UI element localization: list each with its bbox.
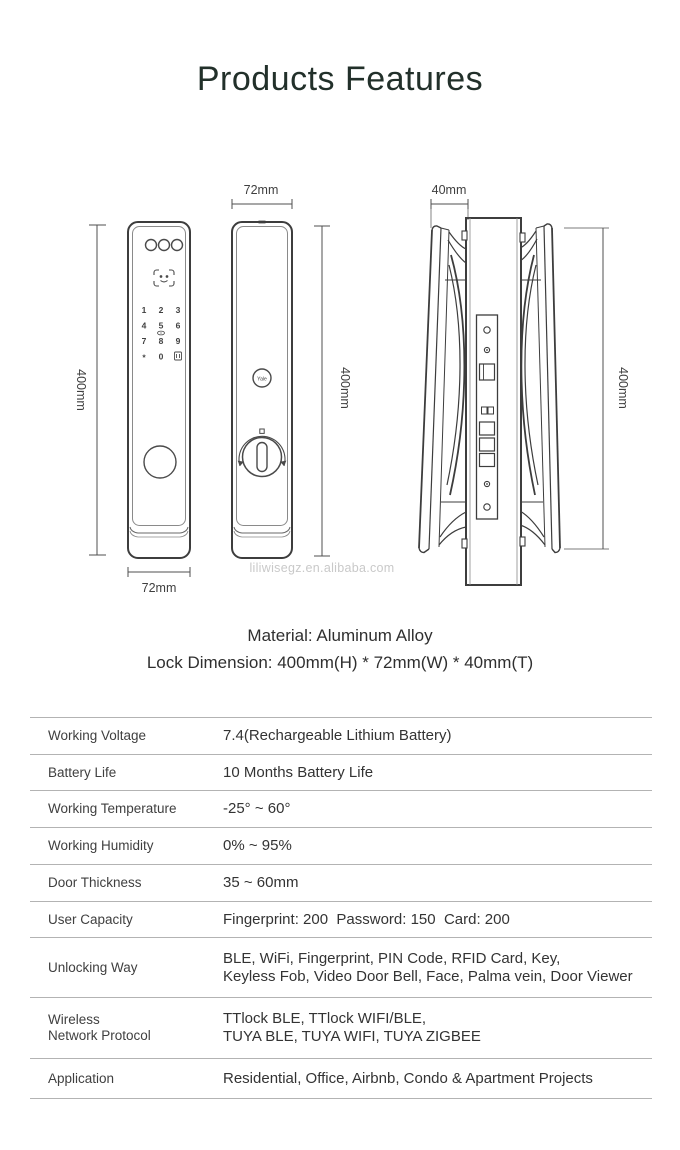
side-height-dimension [564, 227, 609, 550]
back-width-label: 72mm [244, 183, 279, 197]
spec-label: User Capacity [48, 911, 133, 927]
back-view-drawing: Yale 72mm 400mm [231, 183, 352, 559]
side-height-label: 400mm [616, 367, 630, 409]
table-row: Working Temperature -25° ~ 60° [30, 790, 652, 827]
table-row: Battery Life 10 Months Battery Life [30, 754, 652, 790]
svg-text:3: 3 [176, 305, 181, 315]
side-front-panel [418, 225, 467, 554]
table-row: Unlocking Way BLE, WiFi, Fingerprint, PI… [30, 937, 652, 997]
table-row: Working Humidity 0% ~ 95% [30, 827, 652, 864]
spec-value: 0% ~ 95% [223, 837, 292, 854]
spec-table: Working Voltage 7.4(Rechargeable Lithium… [30, 717, 652, 1099]
spec-label: Application [48, 1070, 115, 1086]
back-height-dimension [314, 225, 330, 557]
spec-value: 35 ~ 60mm [223, 874, 299, 891]
spec-value: Residential, Office, Airbnb, Condo & Apa… [223, 1069, 593, 1087]
mortise-faceplate [475, 314, 499, 520]
spec-value: BLE, WiFi, Fingerprint, PIN Code, RFID C… [223, 949, 633, 985]
spec-label: Working Humidity [48, 838, 154, 853]
watermark: liliwisegz.en.alibaba.com [249, 561, 395, 575]
side-view-drawing: 40mm 400mm [418, 183, 630, 586]
knob-circle [143, 445, 177, 479]
back-height-label: 400mm [338, 367, 352, 409]
spec-value: 10 Months Battery Life [223, 763, 374, 781]
spec-value: Fingerprint: 200 Password: 150 Card: 200 [223, 910, 510, 928]
front-height-label: 400mm [74, 369, 88, 411]
svg-text:6: 6 [176, 321, 181, 331]
front-width-dimension [127, 567, 191, 577]
svg-text:*: * [142, 353, 146, 363]
svg-text:7: 7 [142, 336, 147, 346]
svg-text:1: 1 [142, 305, 147, 315]
thumbturn-icon [237, 428, 287, 478]
doorbell-icon [157, 330, 165, 336]
svg-text:8: 8 [159, 336, 164, 346]
card-reader-icon [174, 351, 182, 361]
table-row: User Capacity Fingerprint: 200 Password:… [30, 901, 652, 937]
material-line: Material: Aluminum Alloy [247, 626, 433, 645]
svg-text:9: 9 [176, 336, 181, 346]
dimension-line: Lock Dimension: 400mm(H) * 72mm(W) * 40m… [146, 653, 534, 672]
table-row: Application Residential, Office, Airbnb,… [30, 1058, 652, 1098]
lock-diagrams: 1 2 3 4 5 6 7 8 9 * 0 [74, 183, 630, 595]
table-row: Working Voltage 7.4(Rechargeable Lithium… [30, 717, 652, 754]
face-recognition-icon [153, 269, 175, 287]
spec-value: -25° ~ 60° [223, 800, 291, 817]
keypad: 1 2 3 4 5 6 7 8 9 * 0 [142, 305, 181, 363]
page-title: Products Features [196, 60, 484, 98]
table-row: Wireless Network Protocol TTlock BLE, TT… [30, 997, 652, 1058]
svg-text:2: 2 [159, 305, 164, 315]
front-height-dimension [89, 224, 106, 556]
svg-text:Yale: Yale [257, 377, 267, 383]
table-row: Door Thickness 35 ~ 60mm [30, 864, 652, 901]
svg-text:0: 0 [159, 352, 164, 362]
spec-value: 7.4(Rechargeable Lithium Battery) [223, 727, 452, 744]
spec-label: Working Temperature [48, 801, 177, 816]
spec-label: Battery Life [48, 764, 117, 780]
material-summary: Material: Aluminum Alloy Lock Dimension:… [0, 622, 680, 676]
side-thickness-dimension [430, 199, 469, 228]
spec-label: Wireless Network Protocol [48, 1012, 151, 1043]
sensor-circles-icon [144, 238, 184, 252]
spec-label: Working Voltage [48, 728, 147, 743]
side-thickness-label: 40mm [432, 183, 467, 197]
side-back-panel [519, 223, 561, 554]
spec-label: Door Thickness [48, 875, 142, 890]
svg-text:4: 4 [142, 321, 147, 331]
front-width-label: 72mm [142, 581, 177, 595]
svg-text:5: 5 [159, 321, 164, 331]
spec-label: Unlocking Way [48, 959, 138, 975]
front-view-drawing: 1 2 3 4 5 6 7 8 9 * 0 [74, 221, 191, 595]
brand-logo-icon: Yale [252, 368, 272, 388]
spec-value: TTlock BLE, TTlock WIFI/BLE, TUYA BLE, T… [223, 1010, 481, 1045]
back-width-dimension [231, 199, 293, 209]
